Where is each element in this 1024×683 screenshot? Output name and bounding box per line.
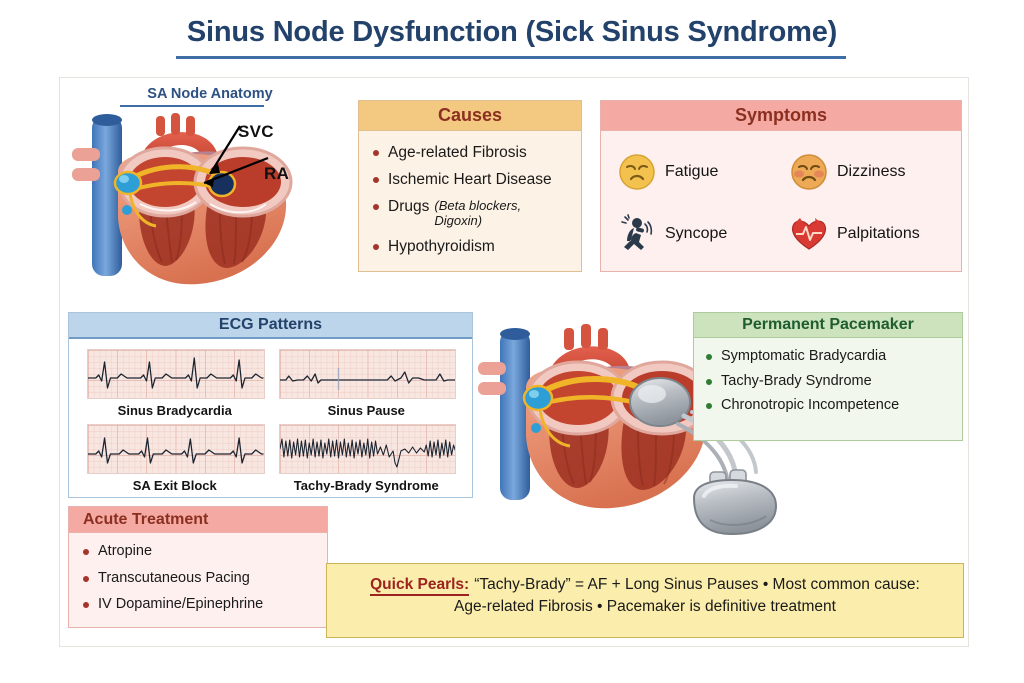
list-item: Hypothyroidism	[373, 238, 569, 256]
bullet-dot	[373, 203, 379, 210]
pacemaker-item-label: Tachy-Brady Syndrome	[721, 372, 872, 389]
permanent-pacemaker-card: Permanent Pacemaker Symptomatic Bradycar…	[693, 312, 963, 441]
fainting-person-icon	[617, 214, 657, 254]
pacemaker-list: Symptomatic Bradycardia Tachy-Brady Synd…	[706, 348, 952, 414]
symptom-label: Fatigue	[665, 163, 719, 180]
causes-heading: Causes	[359, 101, 581, 131]
causes-card: Causes Age-related Fibrosis Ischemic Hea…	[358, 100, 582, 272]
list-item: Transcutaneous Pacing	[83, 570, 319, 587]
bullet-dot	[373, 176, 379, 183]
label-ra: RA	[264, 164, 290, 183]
causes-item-label: Ischemic Heart Disease	[388, 170, 552, 188]
title-underline	[176, 56, 846, 59]
tired-face-icon	[617, 152, 657, 192]
acute-item-label: Atropine	[98, 543, 153, 559]
bullet-dot	[373, 150, 379, 156]
ecg-strip-sinus-pause: Sinus Pause	[271, 349, 463, 418]
ecg-caption: Tachy-Brady Syndrome	[293, 478, 439, 493]
ecg-strip-sinus-bradycardia: Sinus Bradycardia	[79, 349, 271, 418]
ecg-waveform	[278, 349, 456, 399]
pearls-kicker: Quick Pearls:	[370, 576, 470, 596]
heart-pulse-icon	[789, 214, 829, 254]
bullet-dot	[706, 403, 712, 410]
symptom-syncope: Syncope	[609, 203, 781, 265]
list-item: Chronotropic Incompetence	[706, 397, 952, 414]
label-svc: SVC	[238, 122, 274, 141]
ecg-waveform	[87, 349, 265, 399]
causes-item-label: Hypothyroidism	[388, 237, 495, 255]
causes-list: Age-related Fibrosis Ischemic Heart Dise…	[373, 144, 569, 255]
pacemaker-heading: Permanent Pacemaker	[694, 313, 962, 338]
ecg-caption: Sinus Bradycardia	[117, 403, 232, 418]
quick-pearls-banner: Quick Pearls:“Tachy-Brady” = AF + Long S…	[326, 563, 964, 638]
ecg-strip-sa-exit-block: SA Exit Block	[79, 424, 271, 493]
pearls-text-1: “Tachy-Brady” = AF + Long Sinus Pauses •…	[474, 576, 920, 593]
causes-item-note: (Beta blockers, Digoxin)	[434, 197, 522, 228]
bullet-dot	[83, 602, 89, 609]
symptom-label: Dizziness	[837, 163, 906, 180]
dizzy-face-icon	[789, 152, 829, 192]
symptom-label: Palpitations	[837, 225, 920, 242]
bullet-dot	[83, 575, 89, 582]
ecg-strip-tachy-brady: Tachy-Brady Syndrome	[271, 424, 463, 493]
bullet-dot	[706, 354, 712, 360]
pearls-line-2: Age-related Fibrosis • Pacemaker is defi…	[454, 597, 836, 615]
ecg-caption: Sinus Pause	[327, 403, 405, 418]
ecg-heading: ECG Patterns	[69, 313, 472, 339]
acute-treatment-card: Acute Treatment Atropine Transcutaneous …	[68, 506, 328, 628]
causes-item-label: Age-related Fibrosis	[388, 144, 527, 161]
symptoms-heading: Symptoms	[601, 101, 961, 131]
ecg-body: Sinus Bradycardia Sinus Pause	[69, 339, 472, 499]
ecg-waveform	[278, 424, 456, 474]
symptom-palpitations: Palpitations	[781, 203, 953, 265]
acute-list: Atropine Transcutaneous Pacing IV Dopami…	[83, 543, 319, 613]
list-item: Tachy-Brady Syndrome	[706, 373, 952, 390]
symptom-fatigue: Fatigue	[609, 141, 781, 203]
ecg-card: ECG Patterns	[68, 312, 473, 498]
anatomy-heading: SA Node Anatomy	[147, 86, 273, 102]
symptoms-body: Fatigue Dizziness	[601, 131, 961, 265]
causes-body: Age-related Fibrosis Ischemic Heart Dise…	[359, 131, 581, 255]
pearls-line-1: Quick Pearls:“Tachy-Brady” = AF + Long S…	[341, 575, 949, 596]
list-item: Drugs (Beta blockers, Digoxin)	[373, 198, 569, 229]
list-item: Age-related Fibrosis	[373, 144, 569, 162]
causes-item-label: Drugs	[388, 197, 430, 215]
page-title: Sinus Node Dysfunction (Sick Sinus Syndr…	[186, 16, 838, 48]
list-item: IV Dopamine/Epinephrine	[83, 596, 319, 613]
pacemaker-item-label: Chronotropic Incompetence	[721, 397, 900, 414]
list-item: Ischemic Heart Disease	[373, 171, 569, 189]
acute-item-label: Transcutaneous Pacing	[98, 569, 250, 586]
symptoms-card: Symptoms Fatigue	[600, 100, 962, 272]
anatomy-heading-underline	[120, 105, 264, 107]
ecg-caption: SA Exit Block	[132, 478, 217, 493]
list-item: Symptomatic Bradycardia	[706, 348, 952, 365]
pacemaker-item-label: Symptomatic Bradycardia	[721, 348, 887, 364]
bullet-dot	[373, 243, 379, 250]
acute-heading: Acute Treatment	[69, 507, 327, 533]
acute-body: Atropine Transcutaneous Pacing IV Dopami…	[69, 533, 327, 613]
pacemaker-body: Symptomatic Bradycardia Tachy-Brady Synd…	[694, 338, 962, 414]
acute-item-label: IV Dopamine/Epinephrine	[98, 596, 264, 613]
bullet-dot	[706, 378, 712, 385]
ecg-waveform	[87, 424, 265, 474]
list-item: Atropine	[83, 543, 319, 560]
symptom-label: Syncope	[665, 225, 728, 242]
bullet-dot	[83, 549, 89, 555]
symptom-dizziness: Dizziness	[781, 141, 953, 203]
